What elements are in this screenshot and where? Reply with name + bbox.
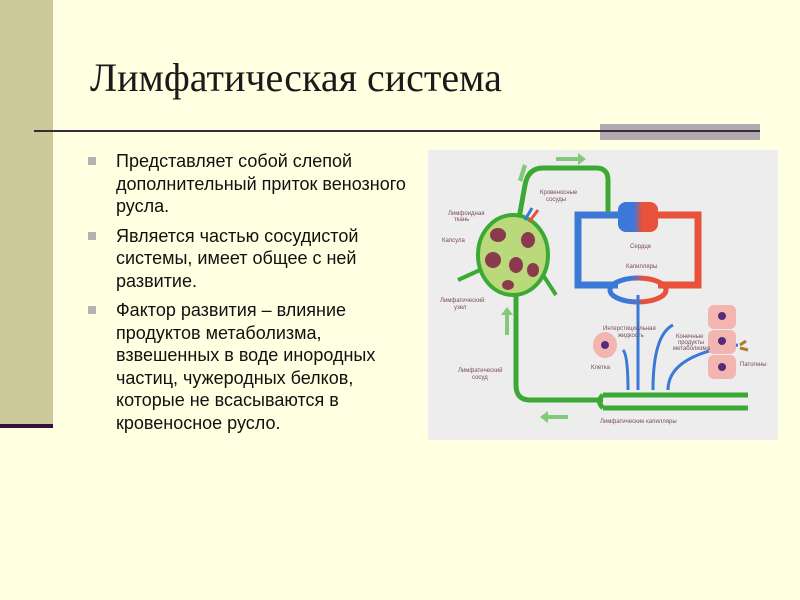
arrow-icon [540, 411, 568, 423]
label-pathogens: Патогены [740, 362, 767, 368]
flow-arrows [501, 153, 586, 423]
label-lymph-vessel: Лимфатический [458, 367, 502, 374]
bullet-square-icon [88, 306, 96, 314]
heart-shape [618, 202, 658, 232]
label-capsule: Капсула [442, 238, 465, 244]
label-blood-vessels: Кровеносные [540, 190, 578, 196]
bullet-item: Представляет собой слепой дополнительный… [88, 150, 418, 218]
blood-circulation [574, 202, 702, 305]
label-blood-vessels: сосуды [546, 197, 566, 203]
decorative-sidebar [0, 0, 53, 424]
label-metabolic-products: Конечные [676, 334, 704, 340]
bullet-text: Является частью сосудистой системы, имее… [116, 225, 359, 291]
bullet-text: Представляет собой слепой дополнительный… [116, 151, 406, 216]
label-metabolic-products: продукты [678, 340, 704, 346]
label-lymph-node: узел [454, 305, 467, 311]
arrow-icon [556, 153, 586, 165]
label-cell: Клетка [591, 365, 611, 371]
lymph-vessels [513, 165, 748, 411]
title-divider [34, 130, 760, 132]
label-lymph-capillaries: Лимфатические капилляры [600, 419, 677, 425]
bullet-text: Фактор развития – влияние продуктов мета… [116, 300, 376, 433]
slide-title: Лимфатическая система [90, 55, 502, 100]
label-heart: Сердце [630, 244, 652, 250]
title-divider-accent [600, 124, 760, 140]
bullet-item: Фактор развития – влияние продуктов мета… [88, 299, 418, 434]
bullet-square-icon [88, 231, 96, 240]
label-interstitial-fluid: Интерстициальная [603, 326, 656, 332]
label-lymphoid-tissue: Лимфоидная [448, 211, 484, 217]
lymphatic-system-diagram: Кровеносные сосуды Лимфоидная ткань Капс… [428, 150, 778, 440]
bullet-list: Представляет собой слепой дополнительный… [88, 150, 418, 441]
bullet-item: Является частью сосудистой системы, имее… [88, 225, 418, 293]
pathogen-icon [739, 339, 749, 352]
label-lymphoid-tissue: ткань [454, 217, 469, 223]
label-lymph-node: Лимфатический [440, 297, 484, 304]
arrow-icon [501, 307, 513, 335]
bullet-square-icon [88, 157, 96, 165]
arrow-icon [518, 164, 527, 182]
label-capillaries: Капилляры [626, 264, 657, 270]
sidebar-underline [0, 424, 53, 428]
cells [593, 305, 749, 379]
lymph-node [457, 207, 558, 297]
label-metabolic-products: метаболизма [673, 346, 711, 352]
label-lymph-vessel: сосуд [472, 375, 488, 381]
label-interstitial-fluid: жидкость [618, 333, 644, 339]
